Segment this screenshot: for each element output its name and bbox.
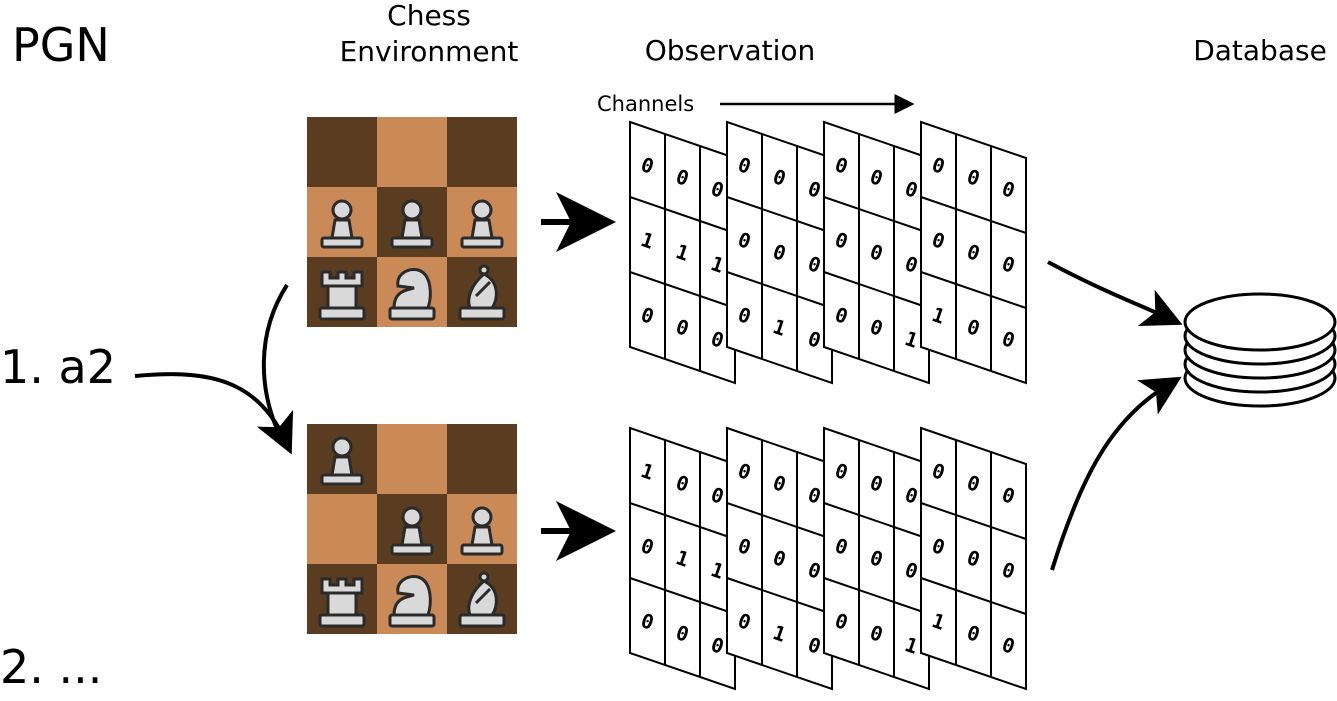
bishop-icon bbox=[458, 571, 506, 628]
pawn-icon bbox=[320, 436, 364, 486]
board-square bbox=[377, 117, 447, 187]
state-transition-arrow bbox=[261, 283, 289, 447]
pawn-icon bbox=[460, 199, 504, 249]
move-2-label: 2. ... bbox=[0, 640, 103, 694]
observation-to-database-arrow-top bbox=[1047, 260, 1183, 327]
observation-to-database-arrow-bottom bbox=[1050, 376, 1182, 571]
observation-heading: Observation bbox=[644, 34, 816, 67]
move-arrow bbox=[134, 372, 294, 455]
pawn-icon bbox=[460, 506, 504, 556]
board-square bbox=[447, 424, 517, 494]
board-square bbox=[377, 424, 447, 494]
rook-icon bbox=[318, 577, 366, 628]
database-heading: Database bbox=[1193, 34, 1327, 67]
pgn-title: PGN bbox=[12, 18, 110, 72]
knight-icon bbox=[388, 268, 436, 321]
channels-label: Channels bbox=[597, 92, 695, 116]
board-square bbox=[307, 494, 377, 564]
boards-layer bbox=[307, 117, 517, 634]
board-after-move bbox=[307, 424, 517, 634]
pawn-icon bbox=[320, 199, 364, 249]
board-square bbox=[447, 117, 517, 187]
board-before-move bbox=[307, 117, 517, 327]
database-icon bbox=[1183, 292, 1337, 408]
chess-environment-heading-line1: Chess bbox=[387, 0, 471, 32]
chess-environment-heading-line2: Environment bbox=[339, 35, 519, 68]
pawn-icon bbox=[390, 506, 434, 556]
move-1-label: 1. a2 bbox=[0, 340, 116, 394]
rook-icon bbox=[318, 270, 366, 321]
pawn-icon bbox=[390, 199, 434, 249]
knight-icon bbox=[388, 575, 436, 628]
chess-environment-heading: Chess Environment bbox=[316, 0, 542, 70]
bishop-icon bbox=[458, 264, 506, 321]
board-square bbox=[307, 117, 377, 187]
